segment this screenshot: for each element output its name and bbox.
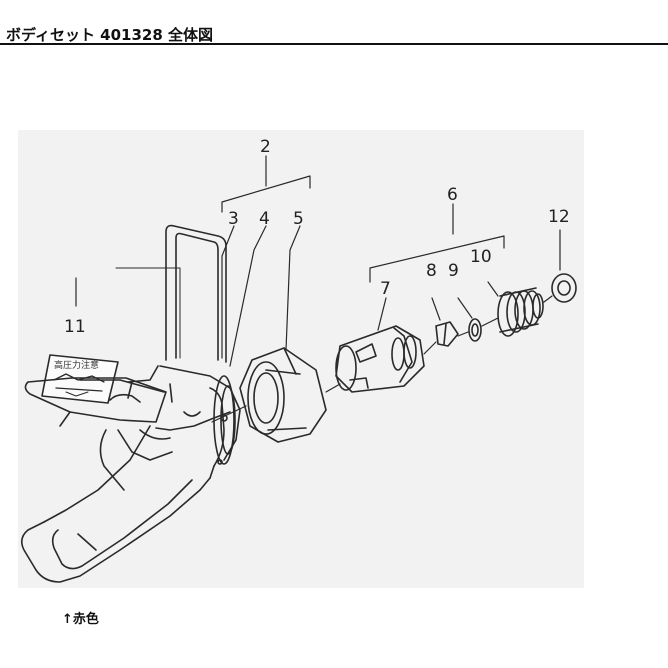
o-ring-part-9	[468, 318, 482, 342]
callout-6: 6	[447, 185, 458, 205]
hook-part-3	[165, 224, 227, 363]
page-title: ボディセット 401328 全体図	[6, 26, 214, 44]
axis-line-5	[481, 317, 499, 327]
callout-2: 2	[260, 137, 271, 157]
washer-part-12	[551, 273, 577, 303]
axis-line-1	[211, 405, 247, 423]
warning-label-text: 高圧力注意	[54, 359, 99, 371]
warning-label-part-11	[41, 354, 119, 404]
gun-body	[20, 365, 241, 583]
seat-part-8	[435, 321, 459, 347]
callout-5: 5	[293, 209, 304, 229]
axis-line-6	[543, 295, 553, 303]
label-frame	[115, 267, 181, 359]
callout-leaders	[221, 155, 561, 367]
gasket-part-4	[213, 375, 236, 465]
diagram-drawing: 高圧力注意	[20, 137, 577, 583]
callout-4: 4	[259, 209, 270, 229]
callout-9: 9	[448, 261, 459, 281]
exploded-parts-diagram: 高圧力注意	[0, 130, 600, 590]
callout-11: 11	[64, 317, 86, 337]
callout-12: 12	[548, 207, 570, 227]
callout-3: 3	[228, 209, 239, 229]
callout-7: 7	[380, 279, 391, 299]
axis-line-3	[423, 341, 437, 355]
nut-part-5	[239, 347, 327, 443]
callout-8: 8	[426, 261, 437, 281]
red-color-caption: ↑赤色	[62, 612, 99, 627]
axis-line-4	[457, 331, 469, 337]
axis-line-2	[325, 383, 341, 393]
valve-body-part-7	[335, 325, 425, 393]
tip-holder-part-10	[497, 287, 544, 337]
title-underline	[0, 43, 668, 45]
callout-10: 10	[470, 247, 492, 267]
